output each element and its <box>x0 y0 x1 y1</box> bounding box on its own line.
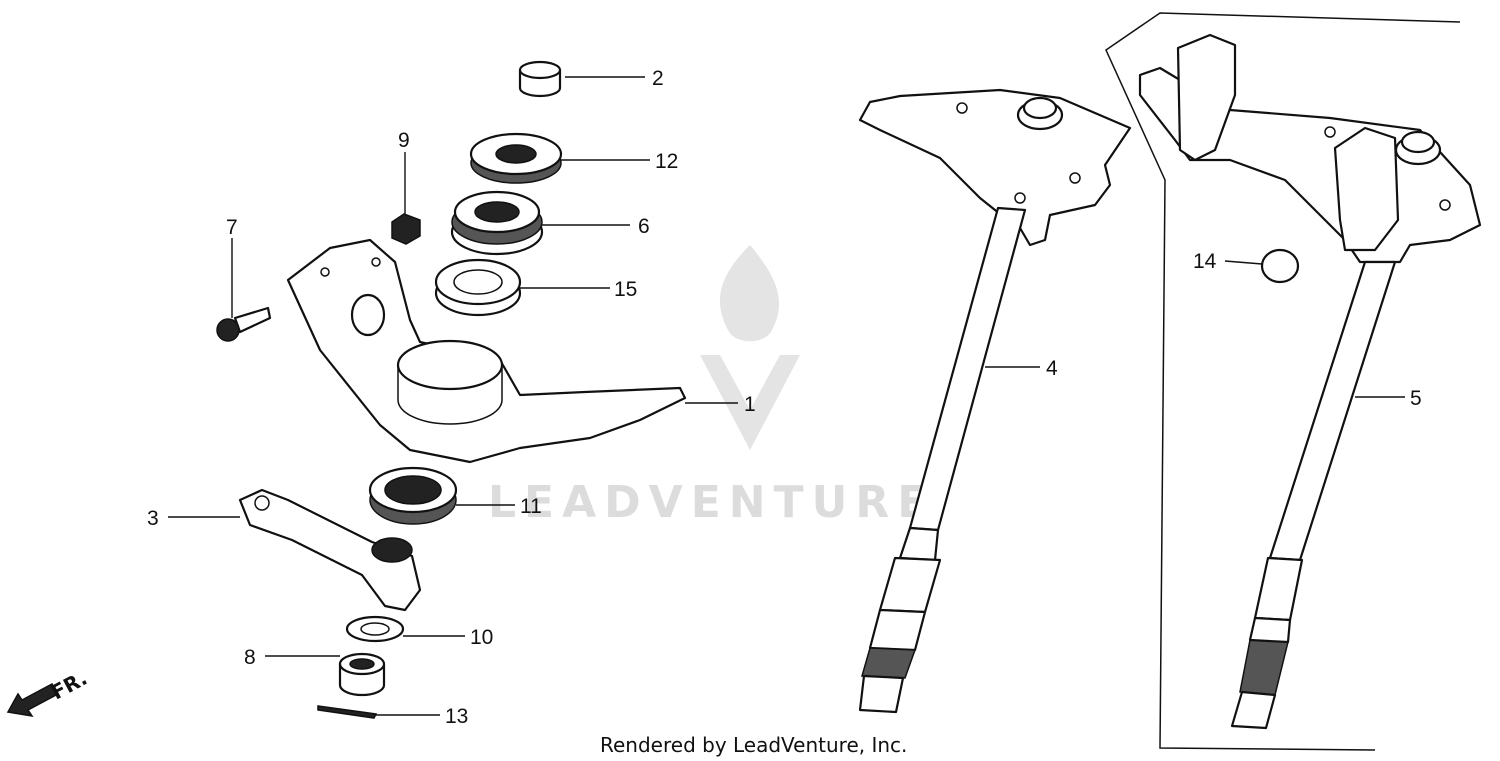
part-steering-shaft <box>858 88 1132 714</box>
callout-4: 4 <box>1046 357 1058 380</box>
callout-12: 12 <box>655 150 678 173</box>
part-cotter-pin <box>317 705 378 719</box>
part-plug <box>1260 248 1300 284</box>
callout-7: 7 <box>226 216 238 239</box>
part-washer <box>345 615 405 643</box>
front-arrow-icon <box>6 683 60 718</box>
part-bearing <box>450 190 544 256</box>
footer-credit: Rendered by LeadVenture, Inc. <box>600 733 907 757</box>
leader-14 <box>1224 260 1263 265</box>
callout-5: 5 <box>1410 387 1422 410</box>
part-castle-nut <box>338 652 386 697</box>
callout-13: 13 <box>445 705 468 728</box>
watermark-logo: LEADVENTURE <box>488 245 935 528</box>
part-bolt <box>216 306 272 342</box>
part-arm <box>238 488 422 612</box>
part-collar <box>518 60 562 98</box>
callout-1: 1 <box>744 393 756 416</box>
part-seal-lower <box>368 466 458 525</box>
callout-9: 9 <box>398 129 410 152</box>
part-bracket <box>286 238 687 464</box>
part-seal-top <box>469 132 563 184</box>
callout-3: 3 <box>147 507 159 530</box>
watermark-text: LEADVENTURE <box>488 477 935 528</box>
panel-frame <box>1105 12 1461 751</box>
callout-10: 10 <box>470 626 493 649</box>
callout-2: 2 <box>652 67 664 90</box>
front-direction-indicator: FR. <box>6 666 91 718</box>
callout-11: 11 <box>520 495 542 518</box>
part-bearing-lower <box>434 258 522 317</box>
callout-15: 15 <box>614 278 637 301</box>
callout-6: 6 <box>638 215 650 238</box>
part-steering-shaft-assembly <box>1138 33 1482 730</box>
callout-14: 14 <box>1193 250 1217 273</box>
callout-8: 8 <box>244 646 256 669</box>
front-label: FR. <box>47 666 91 705</box>
part-nut <box>391 213 421 245</box>
